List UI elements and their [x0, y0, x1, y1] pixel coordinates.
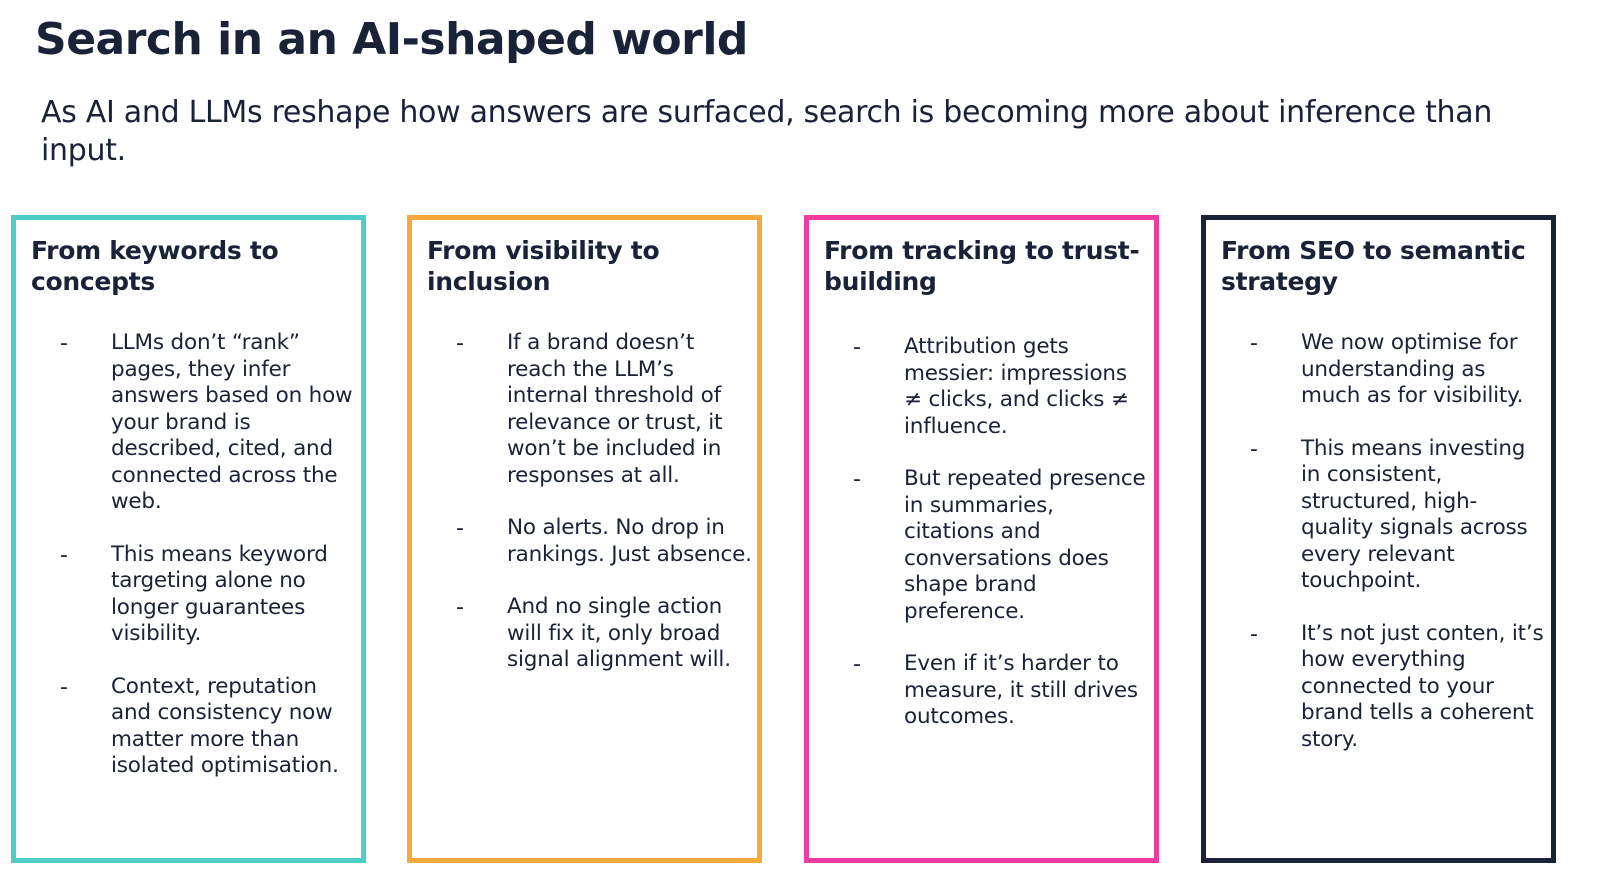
dash-bullet-icon: - [60, 542, 68, 568]
dash-bullet-icon: - [456, 595, 464, 620]
dash-bullet-icon: - [60, 674, 68, 700]
dash-bullet-icon: - [1250, 436, 1258, 462]
dash-bullet-icon: - [853, 335, 861, 360]
dash-bullet-icon: - [853, 467, 861, 492]
bullet-text: No alerts. No drop in rankings. Just abs… [507, 515, 752, 567]
bullet-list: - Attribution gets messier: impressions … [809, 334, 1154, 757]
bullet-text: LLMs don’t “rank” pages, they infer answ… [111, 330, 353, 514]
list-item: - LLMs don’t “rank” pages, they infer an… [16, 330, 361, 516]
bullet-text: It’s not just conten, it’s how everythin… [1301, 620, 1544, 752]
bullet-text: Attribution gets messier: impressions ≠ … [904, 334, 1129, 439]
page-title: Search in an AI-shaped world [35, 14, 748, 65]
bullet-list: - If a brand doesn’t reach the LLM’s int… [412, 330, 757, 700]
dash-bullet-icon: - [456, 516, 464, 541]
dash-bullet-icon: - [1250, 621, 1258, 647]
bullet-text: Context, reputation and consistency now … [111, 673, 339, 779]
card-visibility-to-inclusion: From visibility to inclusion - If a bran… [407, 215, 762, 863]
list-item: - Context, reputation and consistency no… [16, 674, 361, 780]
bullet-text: We now optimise for understanding as muc… [1301, 330, 1524, 408]
bullet-text: This means investing in consistent, stru… [1301, 435, 1528, 594]
dash-bullet-icon: - [1250, 331, 1258, 356]
card-tracking-to-trust-building: From tracking to trust-building - Attrib… [804, 215, 1159, 863]
bullet-list: - We now optimise for understanding as m… [1206, 330, 1551, 779]
list-item: - We now optimise for understanding as m… [1206, 330, 1551, 410]
bullet-text: But repeated presence in summaries, cita… [904, 466, 1146, 624]
dash-bullet-icon: - [853, 652, 861, 677]
card-seo-to-semantic-strategy: From SEO to semantic strategy - We now o… [1201, 215, 1556, 863]
bullet-text: If a brand doesn’t reach the LLM’s inter… [507, 330, 723, 488]
dash-bullet-icon: - [456, 331, 464, 356]
bullet-text: This means keyword targeting alone no lo… [111, 541, 328, 647]
card-title: From SEO to semantic strategy [1221, 236, 1526, 296]
bullet-text: Even if it’s harder to measure, it still… [904, 651, 1138, 729]
list-item: - This means keyword targeting alone no … [16, 542, 361, 648]
page-subtitle: As AI and LLMs reshape how answers are s… [41, 95, 1493, 168]
list-item: - But repeated presence in summaries, ci… [809, 466, 1154, 625]
list-item: - Even if it’s harder to measure, it sti… [809, 651, 1154, 731]
list-item: - No alerts. No drop in rankings. Just a… [412, 515, 757, 568]
card-title: From keywords to concepts [31, 236, 279, 296]
list-item: - Attribution gets messier: impressions … [809, 334, 1154, 440]
bullet-text: And no single action will fix it, only b… [507, 594, 731, 672]
bullet-list: - LLMs don’t “rank” pages, they infer an… [16, 330, 361, 806]
dash-bullet-icon: - [60, 331, 68, 356]
list-item: - And no single action will fix it, only… [412, 594, 757, 674]
card-keywords-to-concepts: From keywords to concepts - LLMs don’t “… [11, 215, 366, 863]
list-item: - This means investing in consistent, st… [1206, 436, 1551, 595]
list-item: - It’s not just conten, it’s how everyth… [1206, 621, 1551, 754]
card-title: From tracking to trust-building [824, 236, 1140, 296]
card-title: From visibility to inclusion [427, 236, 660, 296]
list-item: - If a brand doesn’t reach the LLM’s int… [412, 330, 757, 489]
